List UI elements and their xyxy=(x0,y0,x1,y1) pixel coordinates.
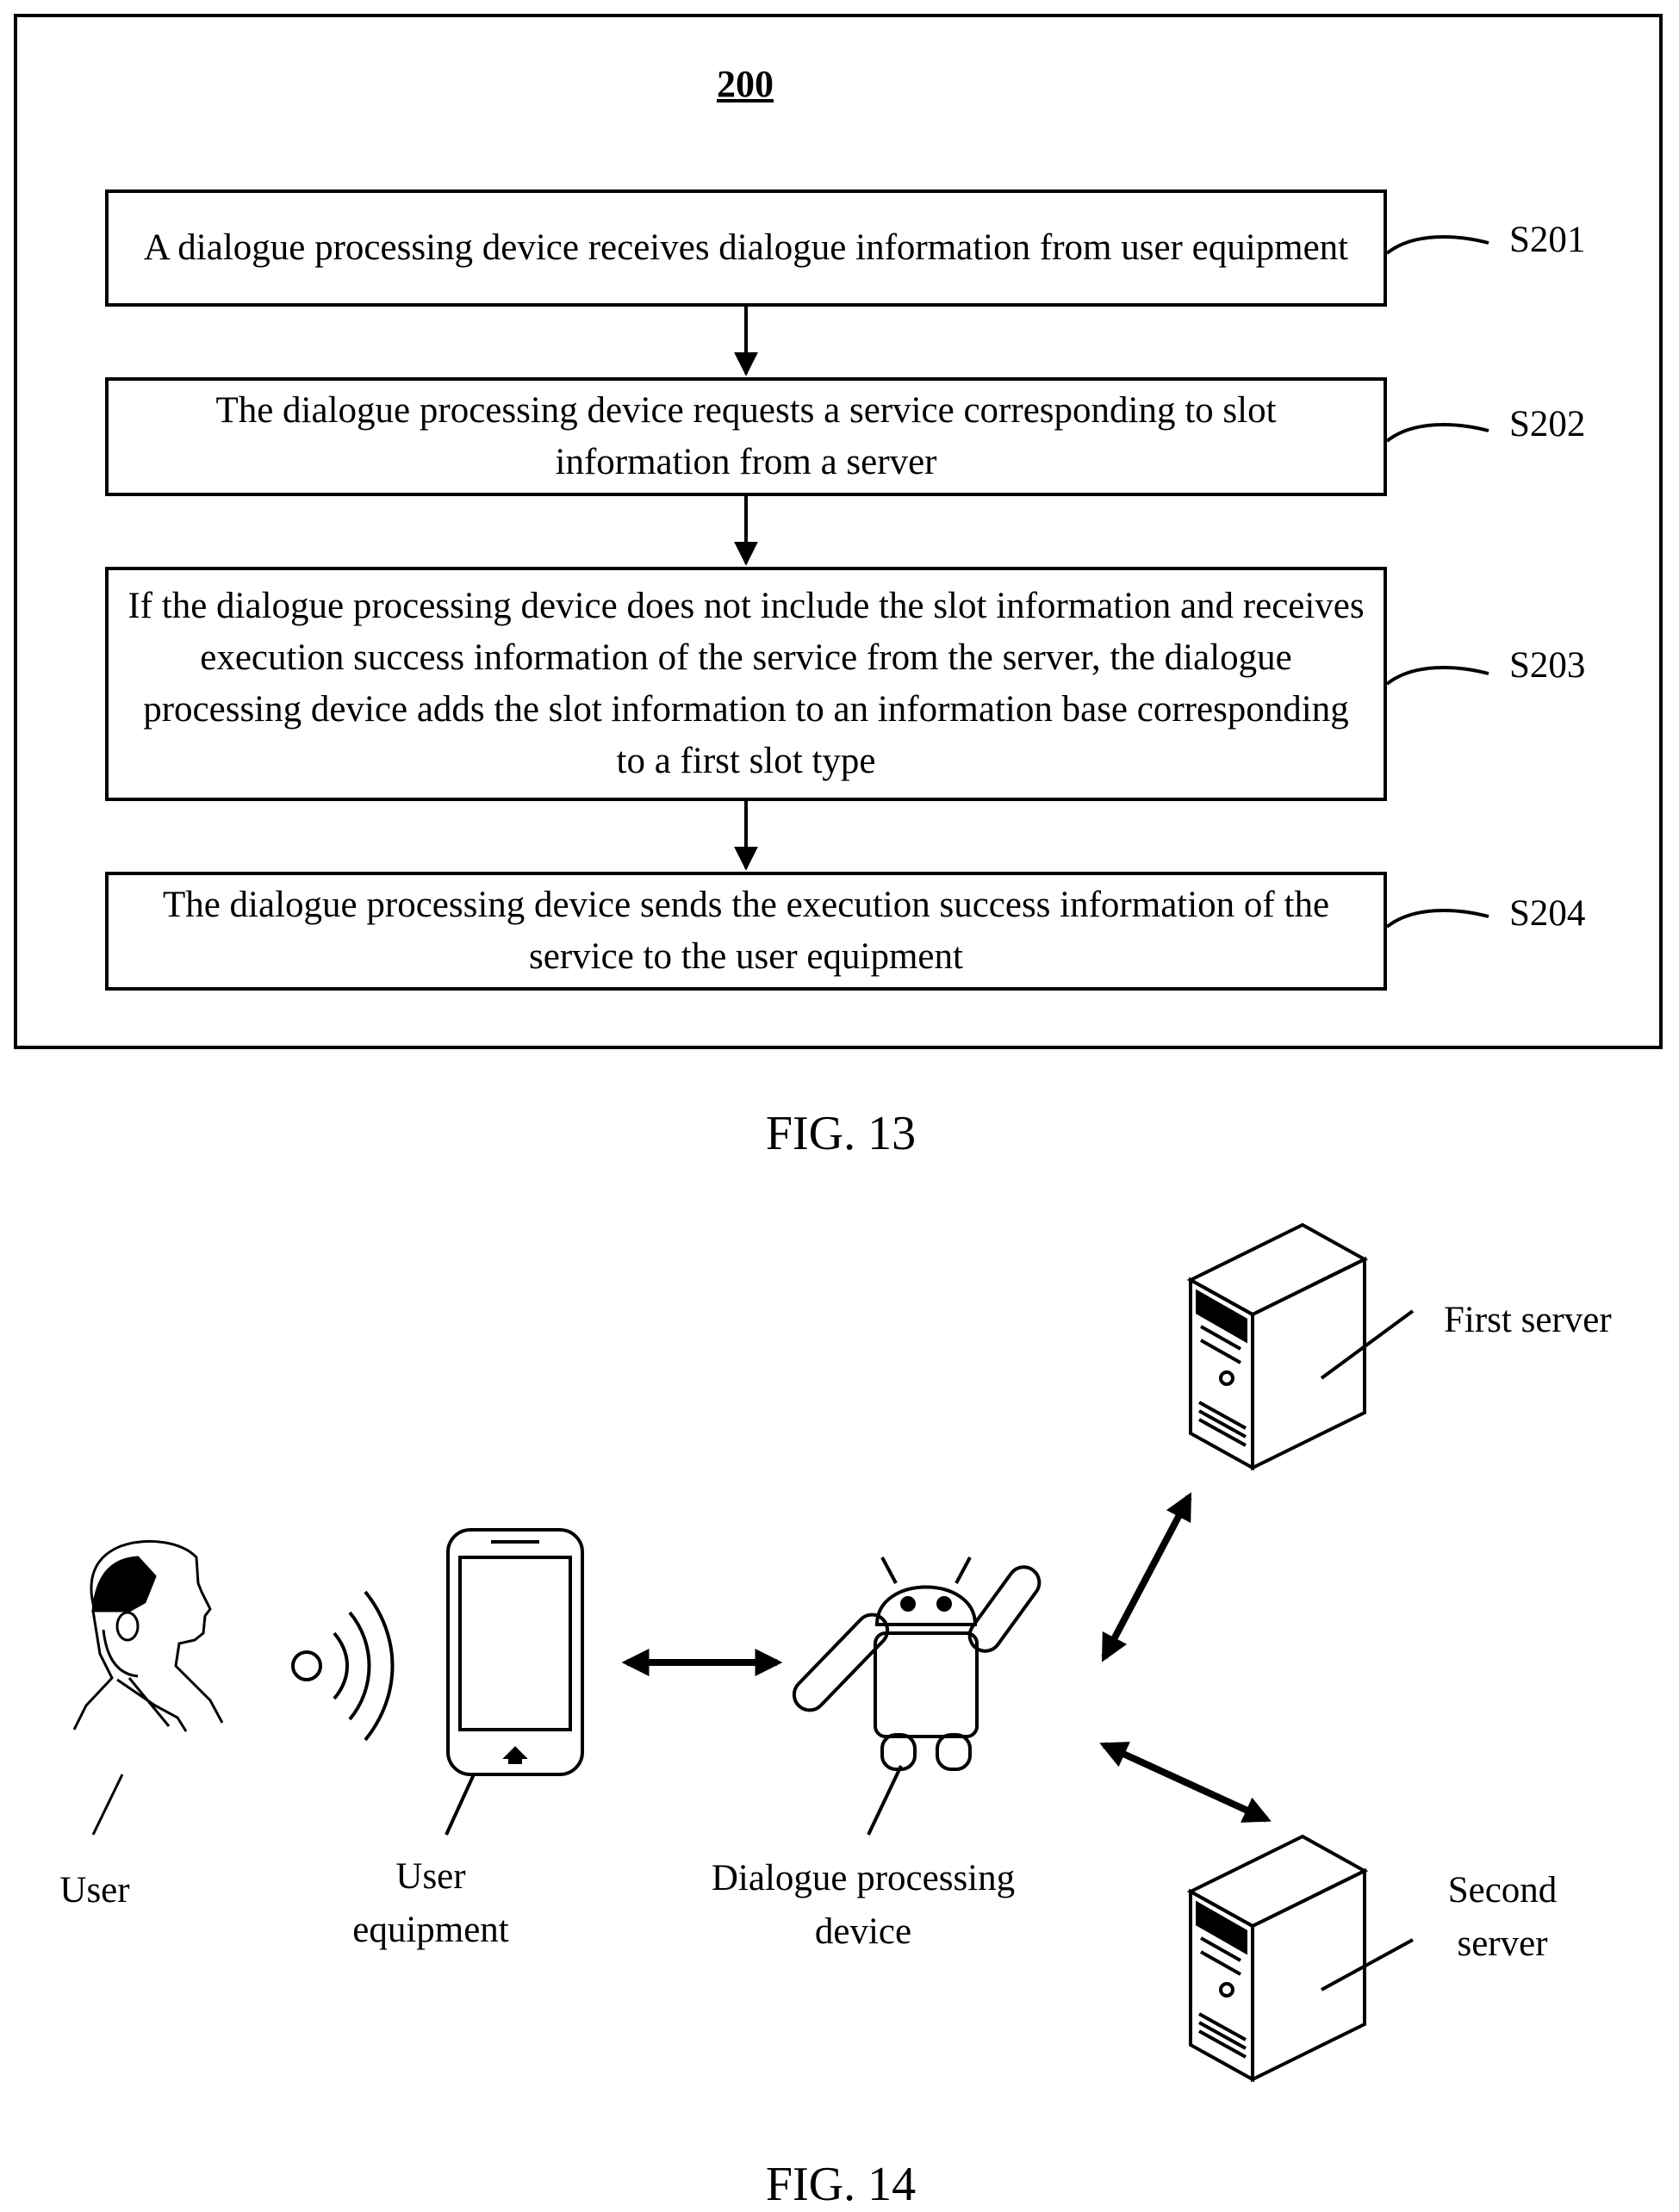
label-second-server: Second server xyxy=(1425,1864,1580,1971)
android-robot-icon xyxy=(787,1557,1045,1835)
label-dialogue-processing-device: Dialogue processing device xyxy=(700,1852,1027,1959)
arrow-device-first-server xyxy=(1104,1497,1189,1657)
server-icon xyxy=(1191,1836,1413,2079)
wireless-signal-icon xyxy=(293,1592,393,1740)
label-user-equipment: User equipment xyxy=(327,1850,534,1957)
label-user: User xyxy=(34,1864,155,1917)
person-icon xyxy=(74,1541,222,1835)
server-icon xyxy=(1191,1225,1413,1468)
figure-caption-14: FIG. 14 xyxy=(668,2157,1013,2212)
smartphone-icon xyxy=(446,1530,582,1835)
label-first-server: First server xyxy=(1444,1294,1651,1347)
arrow-device-second-server xyxy=(1104,1745,1266,1819)
